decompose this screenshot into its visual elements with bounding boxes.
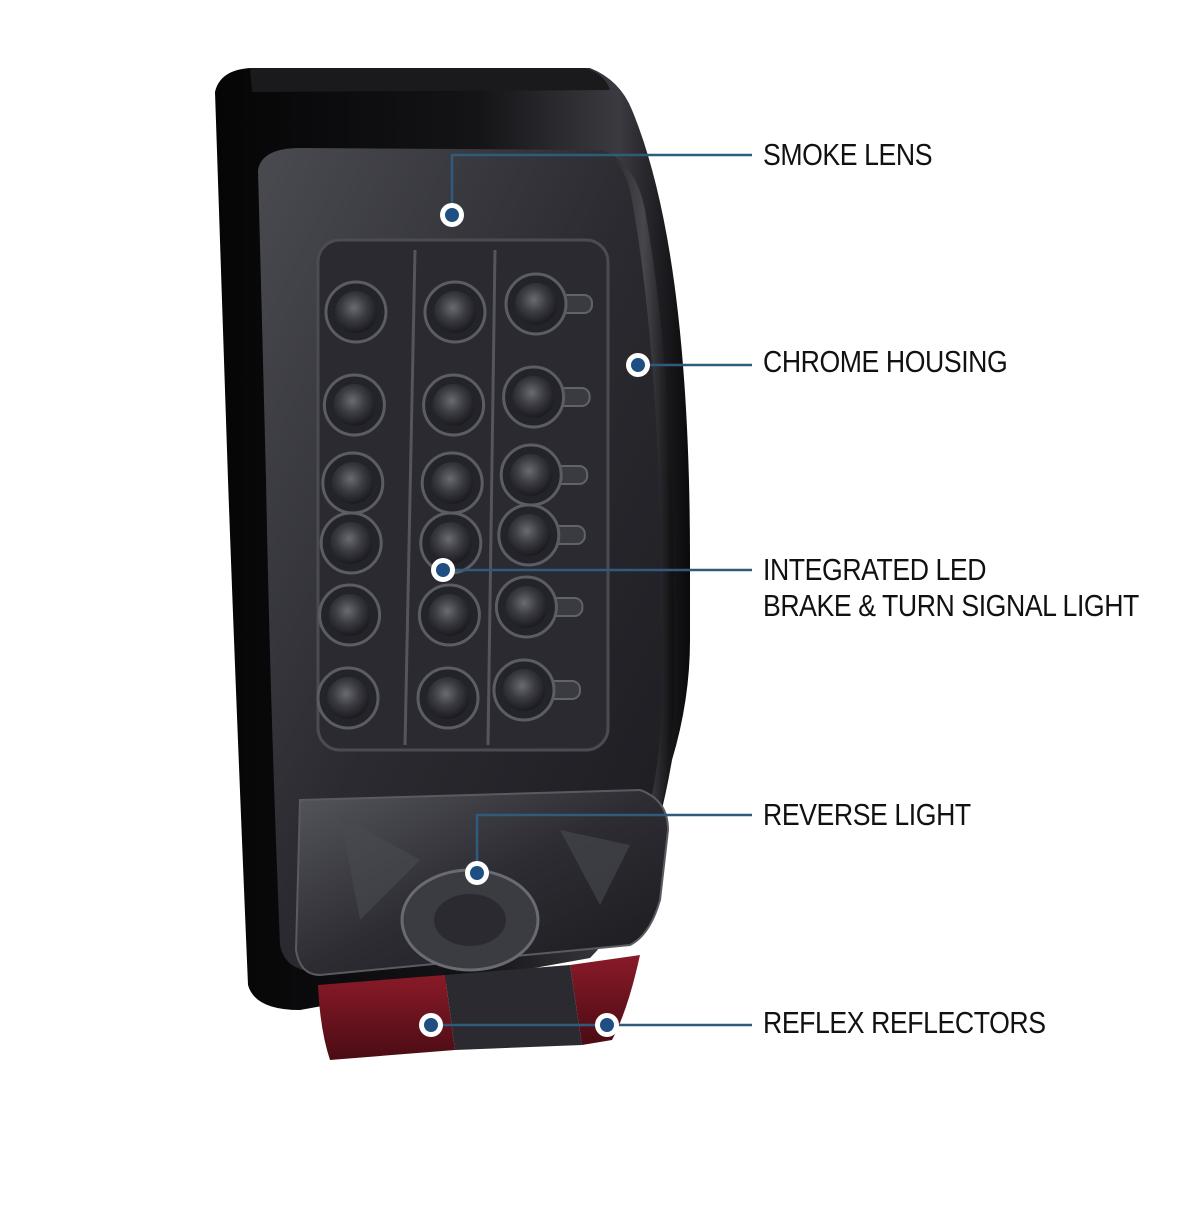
reflector-left [318, 975, 455, 1060]
led-bulb [497, 503, 586, 567]
leader-line-smoke-lens [450, 153, 752, 215]
callout-label-integrated-led: INTEGRATED LED [763, 552, 987, 587]
led-bulb [417, 583, 481, 647]
marker-dot-chrome-housing [631, 358, 645, 372]
led-bulb [419, 511, 483, 575]
led-bulb [324, 280, 388, 344]
reflector-right [570, 955, 640, 1045]
housing-top-lip [250, 68, 610, 92]
led-bulb [492, 658, 581, 722]
led-bulb [416, 666, 480, 730]
led-bulb [423, 280, 487, 344]
led-bulb [319, 511, 383, 575]
led-bulb [318, 583, 382, 647]
callout-label-chrome-housing: CHROME HOUSING [763, 344, 1008, 379]
led-bulb [322, 373, 386, 437]
leader-line-reverse-light [475, 813, 752, 873]
led-array [316, 272, 593, 730]
led-bulb [420, 451, 484, 515]
led-bulb [502, 365, 591, 429]
marker-dot-smoke-lens [445, 208, 459, 222]
marker-dot-reflex-reflectors [600, 1018, 614, 1032]
led-bulb [422, 373, 486, 437]
led-bulb [321, 451, 385, 515]
callout-leader-lines [419, 153, 752, 1037]
callout-label-reflex-reflectors: REFLEX REFLECTORS [763, 1005, 1046, 1040]
led-bulb [504, 272, 593, 336]
callout-label-reverse-light: REVERSE LIGHT [763, 797, 971, 832]
led-bulb [316, 666, 380, 730]
marker-dot-reverse-light [470, 866, 484, 880]
chrome-rim [598, 150, 674, 940]
callout-label-integrated-led: BRAKE & TURN SIGNAL LIGHT [763, 588, 1139, 623]
led-bulb [494, 575, 584, 639]
callout-label-smoke-lens: SMOKE LENS [763, 137, 933, 172]
marker-dot-integrated-led [436, 563, 450, 577]
marker-dot-reflex-reflectors [424, 1018, 438, 1032]
